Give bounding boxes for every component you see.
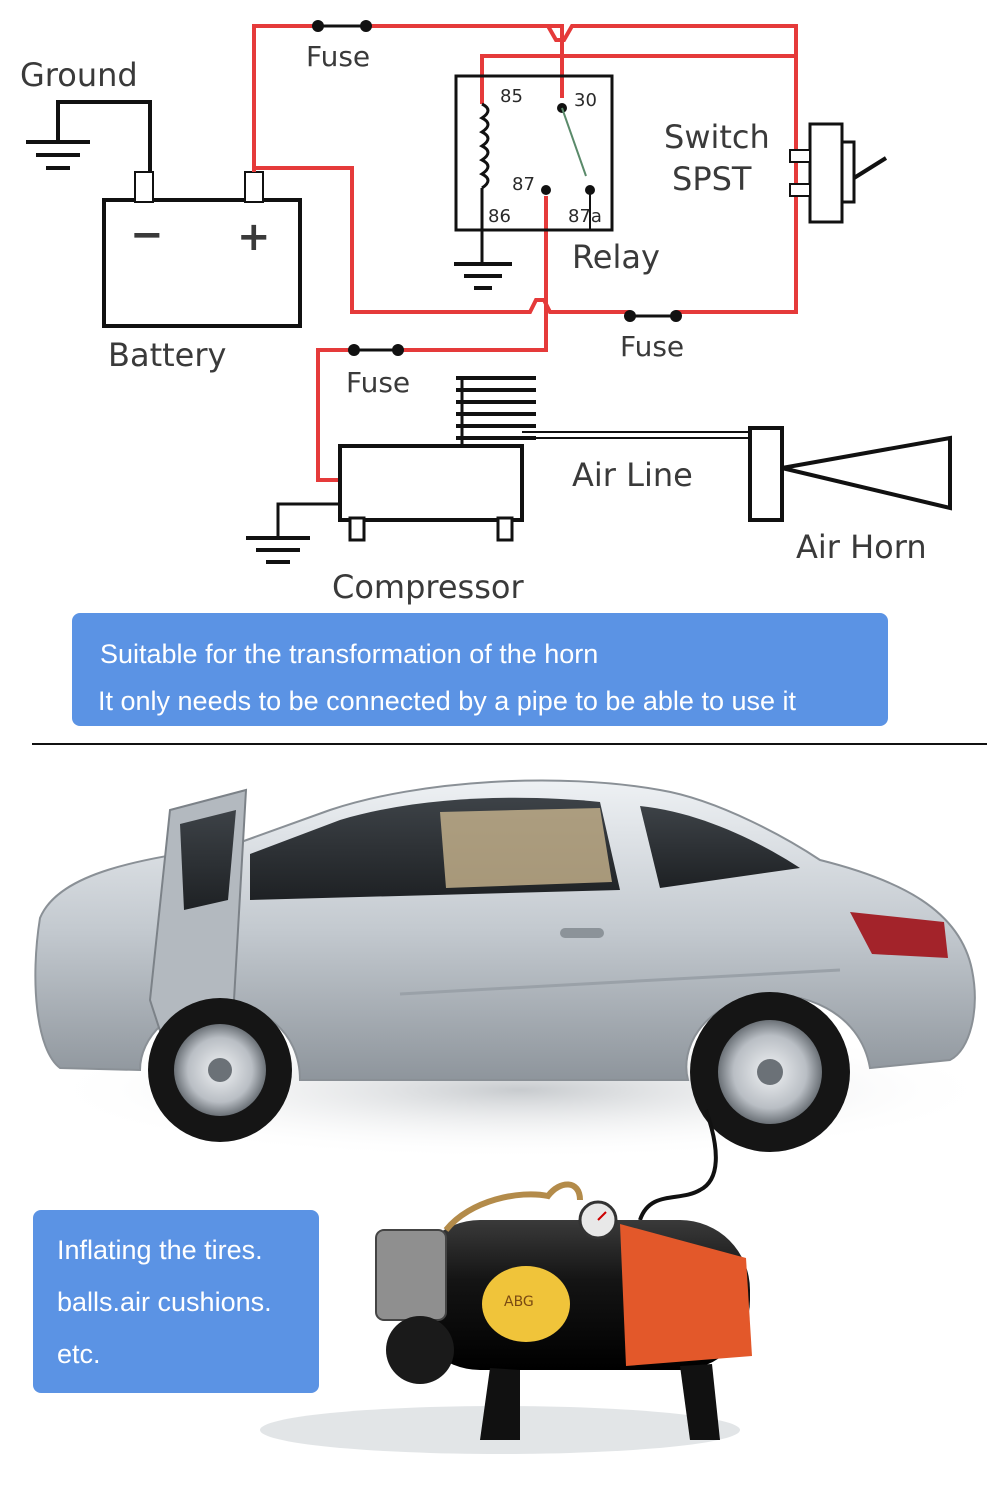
callout-bottom-line1: Inflating the tires. (57, 1235, 263, 1265)
relay-pin-87a: 87a (568, 206, 602, 227)
ground-label: Ground (20, 56, 138, 94)
compressor-tank-image: ABG (260, 1181, 752, 1454)
fuse-symbol-top (312, 20, 372, 32)
relay-pin-87: 87 (512, 174, 535, 195)
air-hose (638, 1109, 718, 1221)
tank-brand-label: ABG (504, 1294, 534, 1310)
battery-symbol (102, 171, 302, 328)
compressor-symbol (246, 376, 536, 564)
relay-symbol (454, 74, 614, 290)
callout-top-line1: Suitable for the transformation of the h… (100, 639, 599, 669)
battery-minus-sign: − (130, 212, 164, 258)
air-horn-symbol (748, 426, 952, 522)
relay-pin-85: 85 (500, 86, 523, 107)
compressor-label: Compressor (332, 568, 524, 606)
air-horn-label: Air Horn (796, 528, 927, 566)
product-photo: ABG (34, 779, 1000, 1454)
fuse-symbol-compressor (348, 344, 404, 356)
info-callout-top: Suitable for the transformation of the h… (72, 613, 888, 726)
switch-spst-symbol (789, 122, 888, 224)
ground-symbol-battery (26, 100, 152, 172)
section-divider (32, 743, 987, 745)
callout-bottom-line2: balls.air cushions. (57, 1287, 272, 1317)
battery-plus-sign: + (237, 214, 271, 260)
battery-label: Battery (108, 336, 226, 374)
relay-pin-30: 30 (574, 90, 597, 111)
callout-top-line2: It only needs to be connected by a pipe … (98, 686, 796, 716)
relay-pin-86: 86 (488, 206, 511, 227)
switch-label-line1: Switch (664, 118, 770, 156)
fuse-right-label: Fuse (620, 330, 684, 363)
relay-label: Relay (572, 238, 660, 276)
red-wiring (252, 24, 798, 482)
callout-bottom-line3: etc. (57, 1339, 101, 1369)
car-image (34, 779, 976, 1152)
switch-label-line2: SPST (672, 160, 752, 198)
fuse-compressor-label: Fuse (346, 366, 410, 399)
info-callout-bottom: Inflating the tires. balls.air cushions.… (33, 1210, 319, 1393)
fuse-top-label: Fuse (306, 40, 370, 73)
fuse-symbol-right (624, 310, 682, 322)
air-line (522, 431, 750, 439)
wiring-diagram: Ground − + Battery Fuse Fuse Fuse (20, 20, 952, 606)
air-line-label: Air Line (572, 456, 693, 494)
